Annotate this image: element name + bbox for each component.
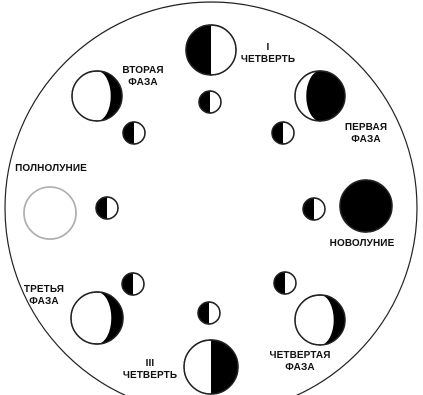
inner-moon-1 xyxy=(199,91,221,113)
label-full-moon: ПОЛНОЛУНИЕ xyxy=(2,163,100,175)
inner-moon-3 xyxy=(303,198,325,220)
inner-moon-5 xyxy=(198,302,220,324)
inner-moon-8 xyxy=(123,122,145,144)
moon-full xyxy=(24,187,76,239)
moon-first-phase xyxy=(295,71,345,121)
label-new-moon: НОВОЛУНИЕ xyxy=(316,238,408,250)
moon-third-phase xyxy=(71,292,123,344)
moon-new xyxy=(340,180,392,232)
moon-first-quarter-top xyxy=(186,25,236,75)
moon-third-quarter-bottom xyxy=(184,340,238,394)
inner-moon-7 xyxy=(96,197,118,219)
moon-fourth-phase xyxy=(295,295,345,345)
inner-moon-6 xyxy=(122,273,144,295)
inner-moon-2 xyxy=(272,122,294,144)
inner-moon-4 xyxy=(274,272,296,294)
